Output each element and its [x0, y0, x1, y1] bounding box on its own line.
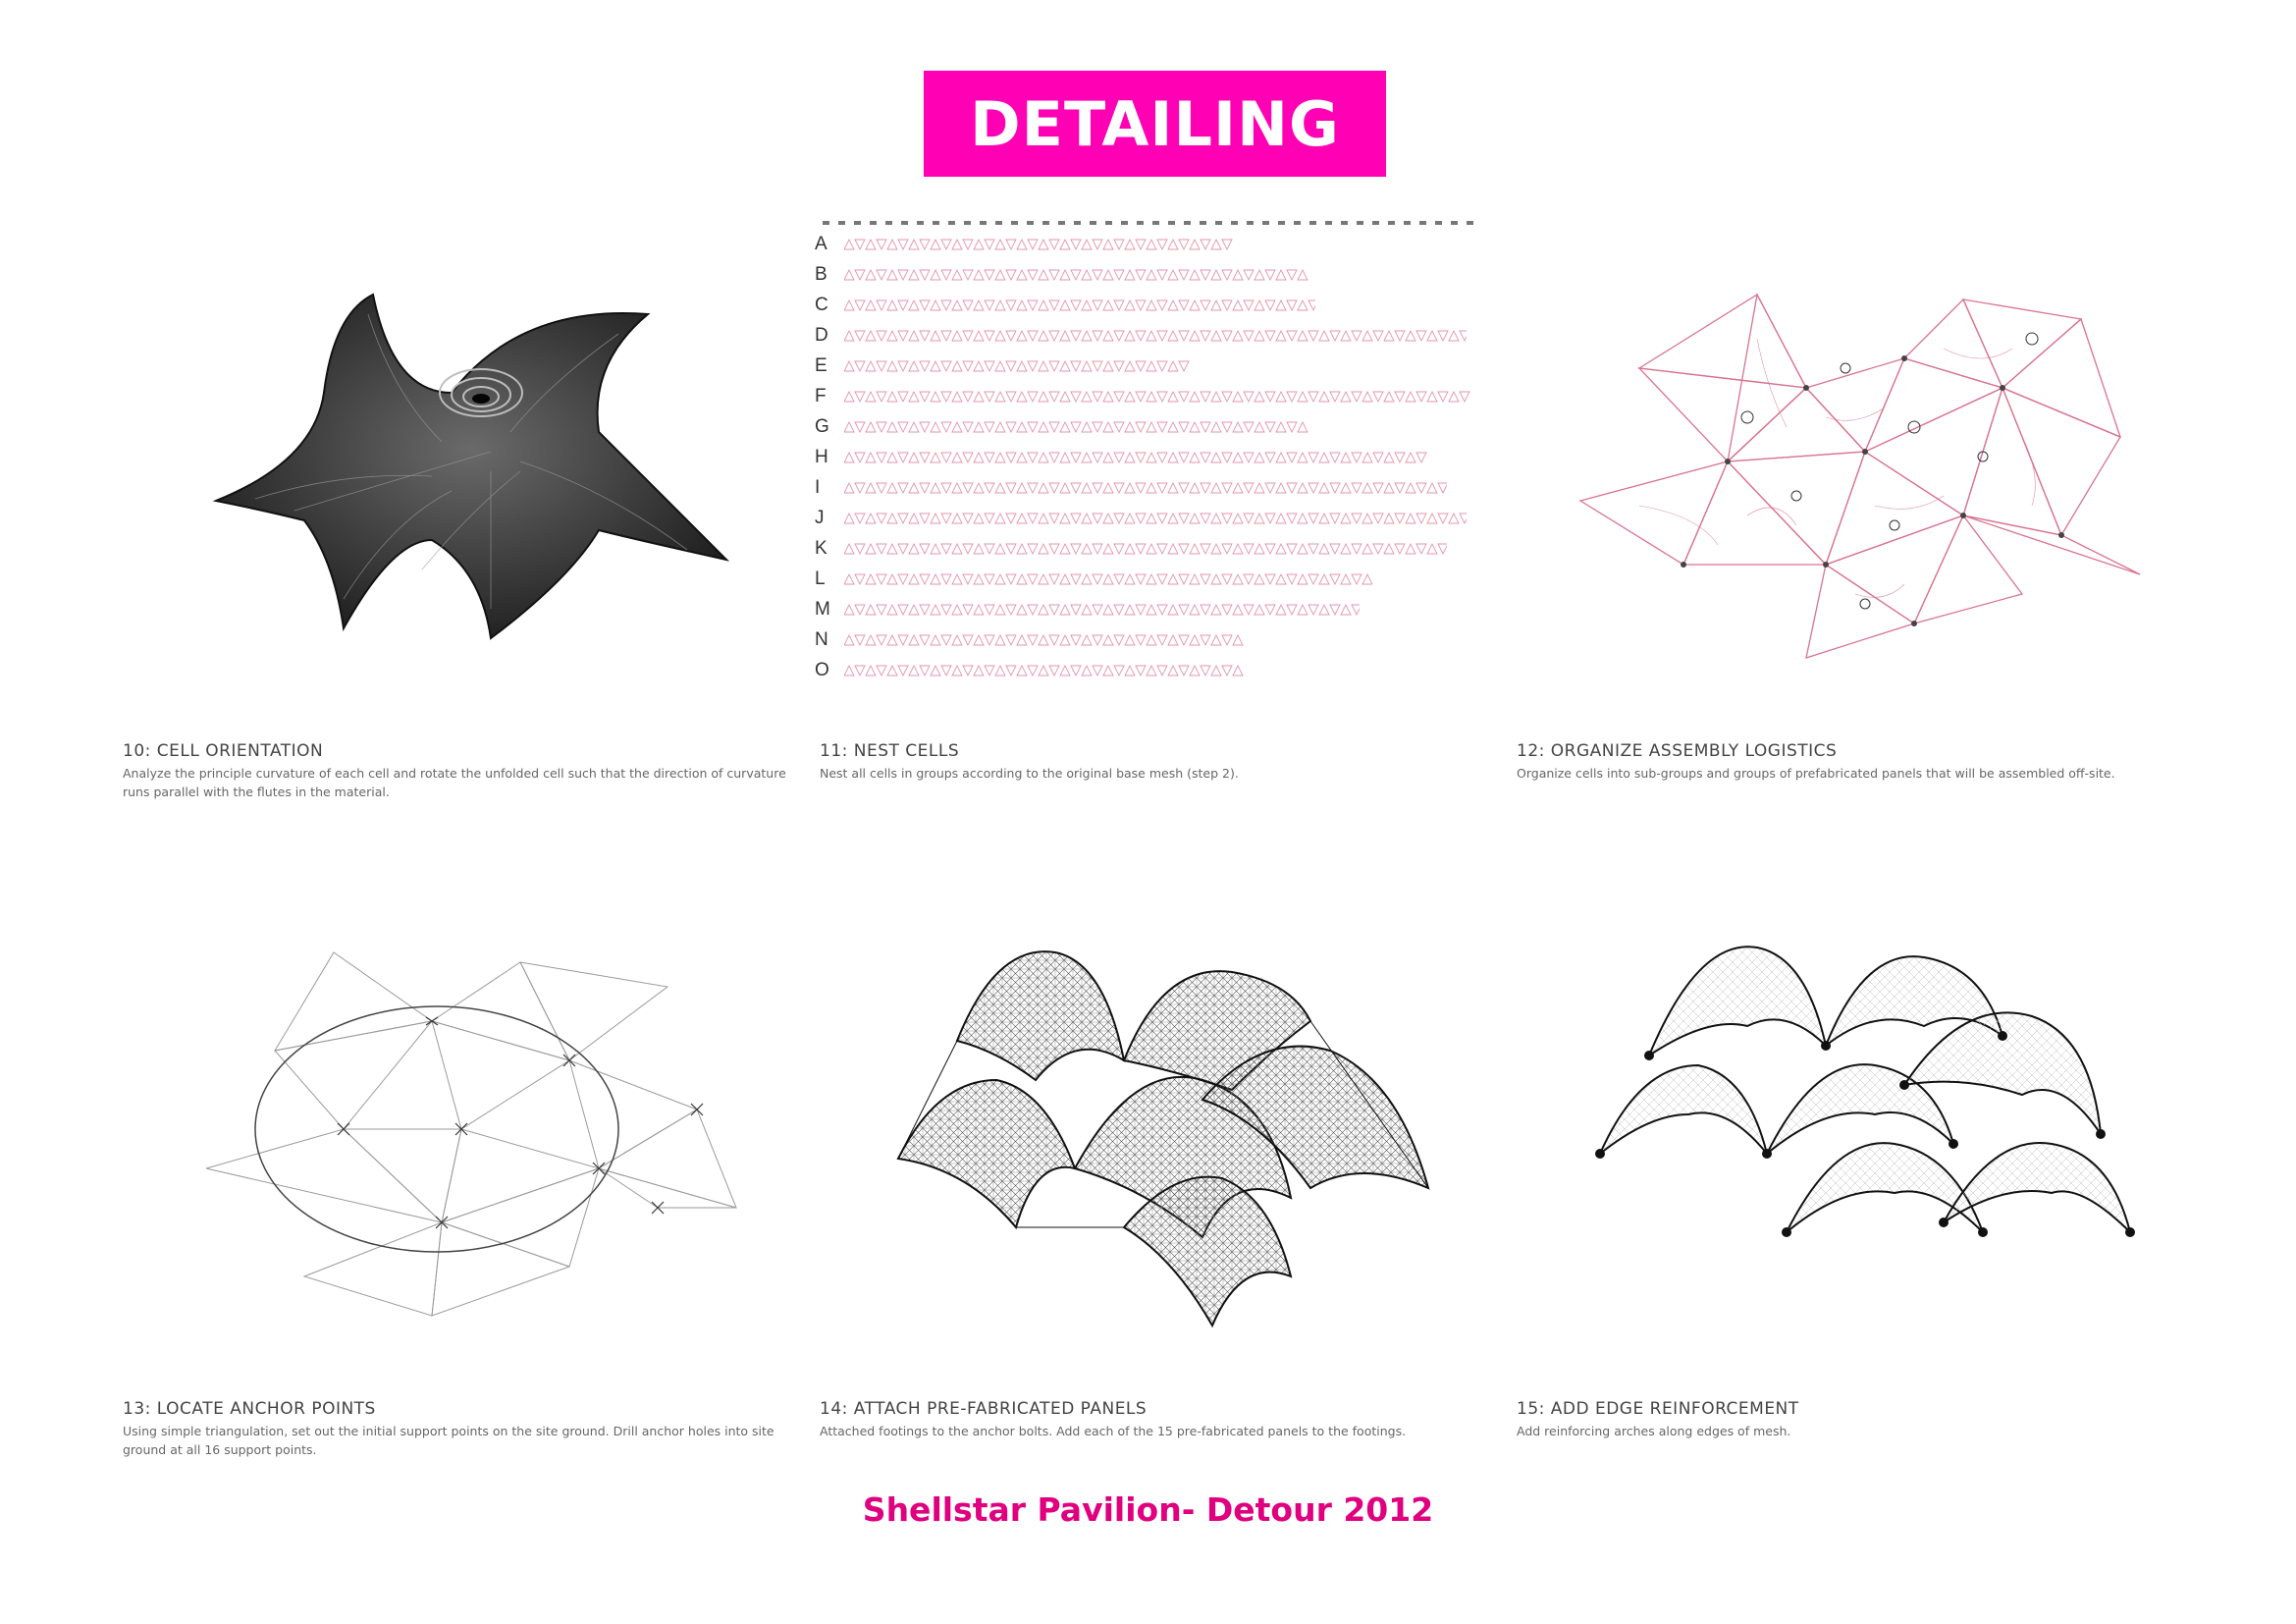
nest-row: D: [815, 323, 1467, 349]
nest-row: I: [815, 475, 1447, 501]
nest-dash-line: [823, 221, 1480, 225]
caption-cell-orientation: 10: CELL ORIENTATION Analyze the princip…: [123, 741, 800, 801]
caption-title: 11: NEST CELLS: [820, 741, 960, 761]
nest-row: F: [815, 384, 1472, 409]
page-title: DETAILING: [970, 87, 1340, 160]
footer-project-name: Shellstar Pavilion- Detour 2012: [862, 1490, 1434, 1529]
nest-row-letter: J: [815, 508, 825, 528]
nest-row: O: [815, 658, 1247, 683]
caption-title: 13: LOCATE ANCHOR POINTS: [123, 1399, 376, 1419]
nest-row: B: [815, 262, 1309, 288]
nest-cell-strip: [844, 420, 1308, 434]
nest-cell-strip: [844, 481, 1447, 495]
nest-row: H: [815, 445, 1428, 470]
shell-render-figure: [212, 293, 730, 640]
nest-row: M: [815, 597, 1360, 623]
nest-row-letter: B: [815, 264, 828, 285]
caption-body: Nest all cells in groups according to th…: [820, 766, 1239, 781]
edge-reinforcement-figure: [1595, 946, 2135, 1237]
caption-title: 12: ORGANIZE ASSEMBLY LOGISTICS: [1517, 741, 1838, 761]
nest-row-letter: A: [815, 234, 828, 254]
caption-body: Using simple triangulation, set out the …: [123, 1424, 774, 1457]
assembly-logistics-figure: [1578, 293, 2141, 659]
caption-title: 14: ATTACH PRE-FABRICATED PANELS: [820, 1399, 1148, 1419]
anchor-points-figure: [205, 951, 737, 1317]
nest-row-letter: D: [815, 325, 828, 346]
nest-cell-strip: [844, 329, 1467, 343]
nest-cell-strip: [844, 298, 1315, 312]
caption-edge-reinforcement: 15: ADD EDGE REINFORCEMENT Add reinforci…: [1517, 1399, 2194, 1440]
nest-cell-strip: [844, 451, 1427, 464]
nest-cell-strip: [844, 390, 1470, 404]
nest-row-letter: C: [815, 295, 828, 315]
nest-row-letter: F: [815, 386, 827, 406]
nest-row: N: [815, 627, 1247, 653]
caption-body: Analyze the principle curvature of each …: [123, 766, 786, 799]
nest-row: G: [815, 414, 1309, 440]
nest-row-letter: E: [815, 355, 828, 376]
nest-row-letter: K: [815, 538, 828, 559]
caption-body: Attached footings to the anchor bolts. A…: [820, 1424, 1407, 1438]
nest-row: E: [815, 353, 1196, 379]
nest-row: J: [815, 506, 1467, 531]
nest-cell-strip: [844, 572, 1372, 586]
nest-row-letter: N: [815, 629, 828, 650]
nest-row-letter: G: [815, 416, 829, 437]
caption-prefab-panels: 14: ATTACH PRE-FABRICATED PANELS Attache…: [820, 1399, 1497, 1440]
nest-row: L: [815, 567, 1372, 592]
nest-cell-strip: [844, 268, 1308, 282]
title-banner: DETAILING: [924, 71, 1386, 177]
nest-cell-strip: [844, 664, 1244, 677]
nest-row-letter: H: [815, 447, 828, 467]
nest-cell-strip: [844, 542, 1447, 556]
nest-cell-strip: [844, 512, 1467, 525]
nest-cell-strip: [844, 359, 1190, 373]
caption-title: 10: CELL ORIENTATION: [123, 741, 324, 761]
anchor-ellipse: [254, 1005, 619, 1253]
nest-cell-strip: [844, 603, 1360, 617]
nest-row-letter: L: [815, 568, 826, 589]
nest-row-letter: I: [815, 477, 821, 498]
caption-body: Add reinforcing arches along edges of me…: [1517, 1424, 1791, 1438]
nest-row: A: [815, 232, 1234, 257]
caption-anchor-points: 13: LOCATE ANCHOR POINTS Using simple tr…: [123, 1399, 800, 1459]
nest-cell-strip: [844, 238, 1233, 251]
caption-nest-cells: 11: NEST CELLS Nest all cells in groups …: [820, 741, 1497, 783]
prefab-panels-figure: [896, 950, 1430, 1328]
nest-row: K: [815, 536, 1447, 562]
nest-row-letter: O: [815, 660, 829, 680]
nest-row: C: [815, 293, 1315, 318]
caption-title: 15: ADD EDGE REINFORCEMENT: [1517, 1399, 1799, 1419]
caption-assembly-logistics: 12: ORGANIZE ASSEMBLY LOGISTICS Organize…: [1517, 741, 2194, 783]
dark-shell-surface: [212, 293, 730, 640]
nest-row-letter: M: [815, 599, 830, 620]
caption-body: Organize cells into sub-groups and group…: [1517, 766, 2115, 781]
nest-cell-strip: [844, 633, 1244, 647]
